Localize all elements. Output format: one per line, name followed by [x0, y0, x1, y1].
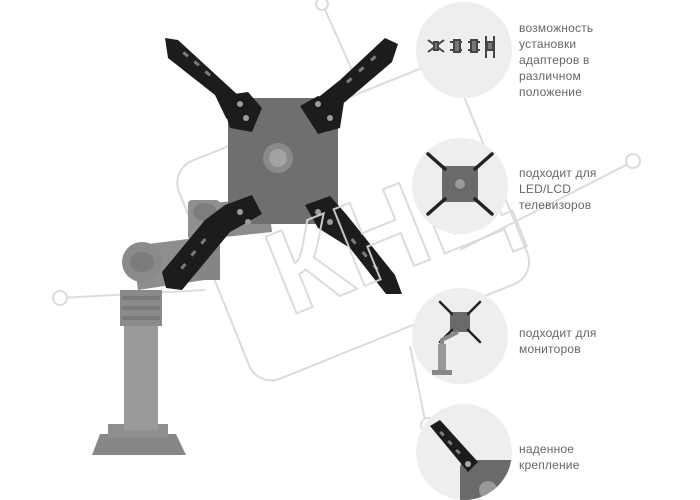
feature-line: крепление	[519, 458, 580, 472]
pole	[124, 310, 158, 430]
bracket-bottom-left	[162, 195, 262, 290]
feature-text-adapters: возможность установки адаптеров в различ…	[519, 20, 699, 100]
feature-line: подходит для	[519, 166, 597, 180]
tv-bracket-icon	[426, 152, 494, 216]
feature-line: адаптеров в	[519, 53, 590, 67]
feature-line: различном	[519, 69, 581, 83]
feature-text-monitor: подходит для мониторов	[519, 325, 699, 357]
clamp-base	[92, 434, 186, 455]
feature-line: телевизоров	[519, 198, 592, 212]
bracket-closeup-icon	[430, 420, 512, 500]
adapter-positions-icon	[427, 36, 495, 58]
feature-circle-closeup	[416, 404, 512, 500]
feature-line: подходит для	[519, 326, 597, 340]
feature-line: LED/LCD	[519, 182, 572, 196]
feature-text-closeup: наденное крепление	[519, 441, 699, 473]
feature-line: положение	[519, 85, 583, 99]
monitor-mount-icon	[432, 300, 482, 375]
feature-text-tv: подходит для LED/LCD телевизоров	[519, 165, 699, 213]
feature-circle-adapters	[416, 2, 512, 98]
feature-circle-monitor	[412, 288, 508, 384]
feature-line: наденное	[519, 442, 575, 456]
feature-circle-tv	[412, 138, 508, 234]
feature-line: возможность	[519, 21, 594, 35]
feature-line: установки	[519, 37, 577, 51]
feature-line: мониторов	[519, 342, 581, 356]
